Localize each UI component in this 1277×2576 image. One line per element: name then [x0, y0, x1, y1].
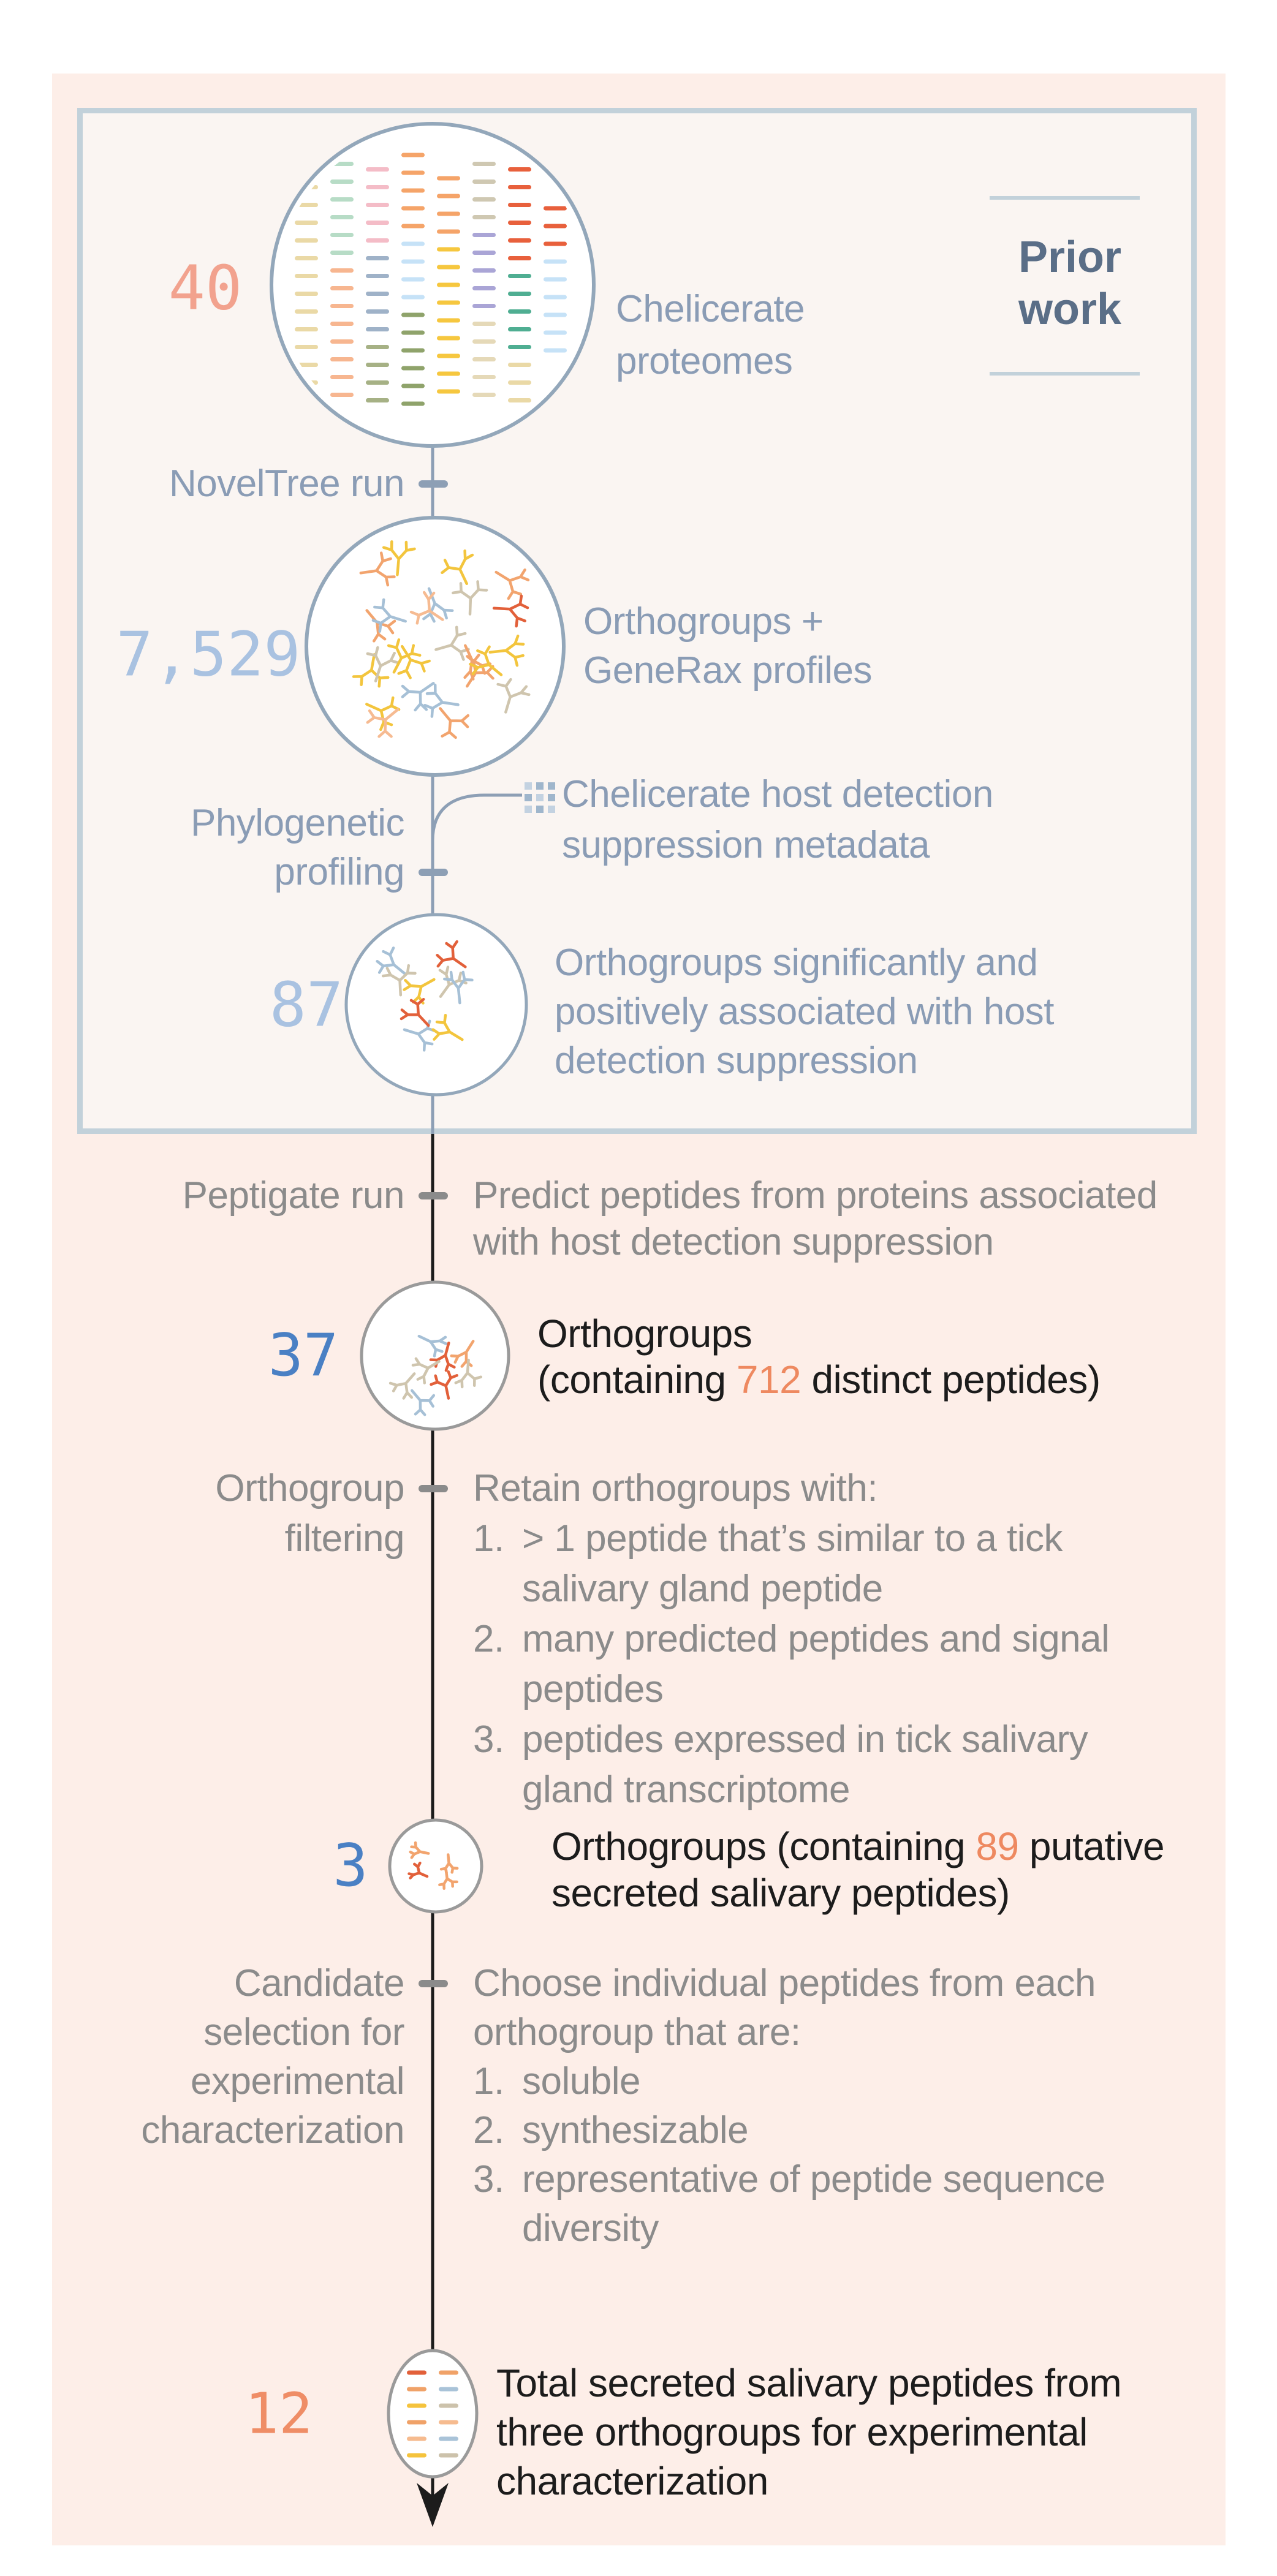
label-orthogroups-line1: Orthogroups + [583, 600, 824, 643]
step-label-filtering-line1: Orthogroup [215, 1467, 404, 1509]
item-text: representative of peptide sequence [522, 2158, 1105, 2200]
peptide-trees-art [388, 1334, 483, 1416]
step-label-candidate-line2: selection for [203, 2011, 404, 2053]
metadata-label-line2: suppression metadata [562, 824, 930, 866]
item-number: 2. [473, 1618, 504, 1660]
label-peptide-orthogroups-line2: (containing 712 distinct peptides) [537, 1360, 1101, 1399]
count-peptide-orthogroups: 37 [268, 1322, 339, 1389]
prior-work-label-line1: Prior [1018, 233, 1122, 282]
node-proteomes [270, 122, 596, 448]
filtering-item-1-line1: 1. > 1 peptide that’s similar to a tick [473, 1520, 1063, 1558]
filtering-item-3-line1: 3. peptides expressed in tick salivary [473, 1721, 1088, 1759]
label-associated-line1: Orthogroups significantly and [555, 942, 1038, 984]
prior-work-label-line2: work [1018, 285, 1122, 334]
prior-work-rule-top [990, 196, 1140, 200]
label-final-line1: Total secreted salivary peptides from [496, 2361, 1122, 2405]
final-peptides-dashes-art [407, 2370, 458, 2458]
candidate-item-2: 2. synthesizable [473, 2109, 749, 2151]
filtering-item-2-line1: 2. many predicted peptides and signal [473, 1618, 1110, 1660]
label-proteomes-line1: Chelicerate [616, 288, 805, 330]
label-associated-line3: detection suppression [555, 1040, 918, 1082]
label-proteomes-line2: proteomes [616, 340, 793, 382]
peptigate-desc-line1: Predict peptides from proteins associate… [473, 1174, 1158, 1217]
line2-pre: (containing [537, 1358, 737, 1402]
count-final: 12 [244, 2381, 313, 2447]
peptide-count-highlight: 712 [736, 1358, 801, 1402]
item-number: 2. [473, 2109, 504, 2151]
item-number: 3. [473, 2158, 504, 2200]
arrow-down-icon [417, 2483, 449, 2527]
label-final-line2: three orthogroups for experimental [496, 2410, 1088, 2454]
candidate-item-1: 1. soluble [473, 2063, 640, 2101]
item-number: 3. [473, 1718, 504, 1761]
step-label-candidate-line4: characterization [141, 2109, 404, 2151]
tick-filtering [419, 1485, 448, 1492]
item-text: many predicted peptides and signal [522, 1618, 1110, 1660]
grid-icon [525, 782, 555, 813]
item-text: > 1 peptide that’s similar to a tick [522, 1517, 1063, 1560]
candidate-intro-line1: Choose individual peptides from each [473, 1962, 1096, 2004]
step-label-candidate-line1: Candidate [233, 1962, 405, 2004]
count-proteomes: 40 [168, 252, 243, 324]
putative-count-highlight: 89 [976, 1824, 1019, 1868]
item-number: 1. [473, 2060, 504, 2102]
metadata-connector [431, 793, 522, 841]
step-label-filtering-line2: filtering [284, 1517, 405, 1560]
step-label-peptigate: Peptigate run [182, 1174, 405, 1217]
line2-post: distinct peptides) [801, 1358, 1101, 1402]
item-text: peptides expressed in tick salivary [522, 1718, 1088, 1761]
associated-trees-art [376, 940, 474, 1052]
item-text: soluble [522, 2060, 640, 2102]
tick-peptigate [419, 1192, 448, 1199]
candidate-item-3-line2: diversity [522, 2207, 659, 2249]
node-orthogroups [305, 516, 566, 777]
node-filtered-orthogroups [388, 1818, 483, 1914]
tick-noveltree [419, 480, 448, 488]
prior-work-box [77, 108, 1197, 1134]
item-number: 1. [473, 1517, 504, 1560]
orthogroup-trees-art [352, 540, 531, 739]
label-final-line3: characterization [496, 2459, 768, 2503]
count-associated: 87 [269, 969, 344, 1041]
filtered-trees-art [407, 1841, 459, 1890]
filtering-intro: Retain orthogroups with: [473, 1467, 878, 1509]
candidate-item-3-line1: 3. representative of peptide sequence [473, 2161, 1105, 2199]
label-orthogroups-line2: GeneRax profiles [583, 649, 873, 692]
line1-post: putative [1018, 1824, 1165, 1868]
line1-pre: Orthogroups (containing [551, 1824, 976, 1868]
tick-candidate [419, 1980, 448, 1987]
count-orthogroups: 7,529 [116, 618, 301, 690]
tick-profiling [419, 869, 448, 876]
metadata-label-line1: Chelicerate host detection [562, 773, 993, 815]
node-final-peptides [387, 2349, 479, 2479]
step-label-candidate-line3: experimental [191, 2060, 404, 2102]
node-associated-orthogroups [344, 913, 528, 1097]
count-filtered: 3 [333, 1832, 368, 1900]
filtering-item-2-line2: peptides [522, 1668, 664, 1710]
label-filtered-line2: secreted salivary peptides) [551, 1871, 1010, 1915]
peptigate-desc-line2: with host detection suppression [473, 1221, 994, 1263]
filtering-item-3-line2: gland transcriptome [522, 1769, 851, 1811]
label-peptide-orthogroups-line1: Orthogroups [537, 1312, 752, 1356]
step-label-profiling-line2: profiling [274, 851, 404, 893]
proteome-dashes-art [295, 153, 567, 406]
candidate-intro-line2: orthogroup that are: [473, 2011, 801, 2053]
filtering-item-1-line2: salivary gland peptide [522, 1568, 883, 1610]
label-filtered-line1: Orthogroups (containing 89 putative [551, 1824, 1165, 1868]
prior-work-rule-bottom [990, 372, 1140, 376]
step-label-noveltree: NovelTree run [169, 463, 405, 505]
item-text: synthesizable [522, 2109, 749, 2151]
step-label-profiling-line1: Phylogenetic [190, 802, 405, 844]
label-associated-line2: positively associated with host [555, 991, 1055, 1033]
